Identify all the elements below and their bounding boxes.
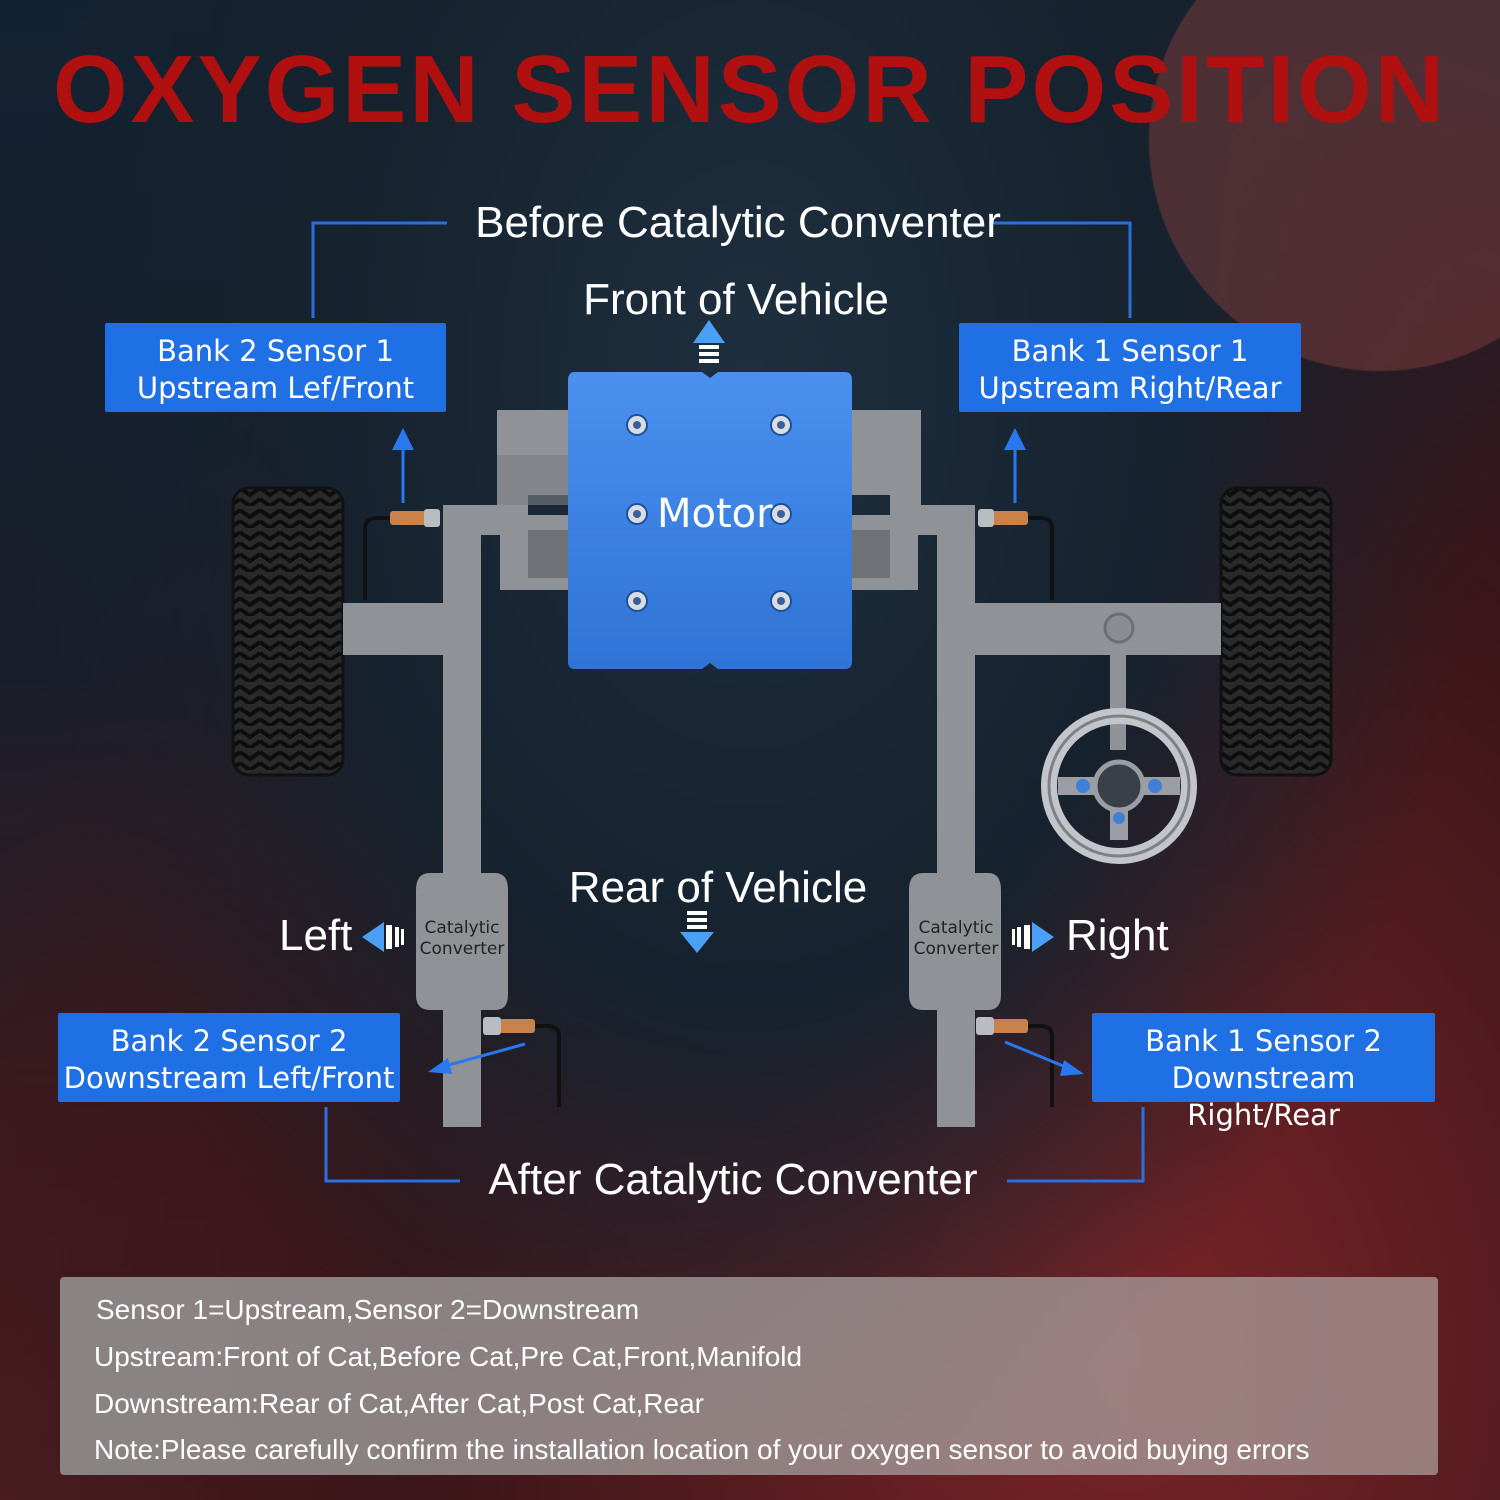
bracket-before-right: [992, 221, 1132, 318]
sensor-b1s1-icon: [978, 509, 1054, 600]
rear-of-vehicle-label: Rear of Vehicle: [568, 863, 868, 912]
tire-right-icon: [1219, 486, 1333, 777]
axle-right: [975, 603, 1221, 655]
cat-converter-right-label: Catalytic Converter: [913, 918, 999, 959]
note-line-4: Note:Please carefully confirm the instal…: [94, 1434, 1310, 1465]
axle-left: [343, 603, 458, 655]
sensor-b1s2-icon: [976, 1017, 1054, 1107]
sensor-box-bank1-sensor2: Bank 1 Sensor 2 Downstream Right/Rear: [1092, 1013, 1435, 1132]
note-line-1: Sensor 1=Upstream,Sensor 2=Downstream: [96, 1294, 640, 1325]
sensor-b2s2-icon: [483, 1017, 561, 1107]
arrow-down-icon: [680, 911, 714, 953]
bracket-after-left: [324, 1107, 460, 1183]
arrow-left-icon: [362, 922, 404, 952]
notes-panel: Sensor 1=Upstream,Sensor 2=Downstream Up…: [60, 1277, 1438, 1475]
cat-converter-right: [909, 873, 1001, 1010]
right-label: Right: [1066, 911, 1169, 960]
motor-label: Motor: [657, 491, 773, 537]
sensor-box-bank1-sensor1: Bank 1 Sensor 1 Upstream Right/Rear: [959, 323, 1301, 412]
sensor-b2s1-icon: [363, 509, 440, 600]
arrow-right-icon: [1012, 922, 1054, 952]
page-title: OXYGEN SENSOR POSITION: [52, 36, 1448, 143]
exhaust-system: [416, 410, 1001, 1127]
arrow-up-icon: [693, 320, 725, 363]
connector-lines: [311, 221, 1145, 1183]
note-line-2: Upstream:Front of Cat,Before Cat,Pre Cat…: [94, 1341, 803, 1372]
bracket-before-left: [311, 221, 447, 318]
cat-converter-left: [416, 873, 508, 1010]
front-of-vehicle-label: Front of Vehicle: [583, 275, 889, 324]
after-cat-label: After Catalytic Conventer: [488, 1155, 978, 1204]
steering-wheel-icon: [1041, 612, 1197, 864]
pointer-arrows: [392, 428, 1084, 1076]
sensor-box-bank2-sensor1: Bank 2 Sensor 1 Upstream Lef/Front: [105, 323, 446, 412]
cat-converter-left-label: Catalytic Converter: [419, 918, 505, 959]
note-line-3: Downstream:Rear of Cat,After Cat,Post Ca…: [94, 1388, 704, 1419]
motor-block: [568, 372, 852, 669]
before-cat-label: Before Catalytic Conventer: [475, 198, 1001, 247]
left-label: Left: [279, 911, 353, 960]
bracket-after-right: [1007, 1107, 1145, 1183]
sensor-box-bank2-sensor2: Bank 2 Sensor 2 Downstream Left/Front: [58, 1013, 400, 1102]
tire-left-icon: [231, 486, 345, 777]
